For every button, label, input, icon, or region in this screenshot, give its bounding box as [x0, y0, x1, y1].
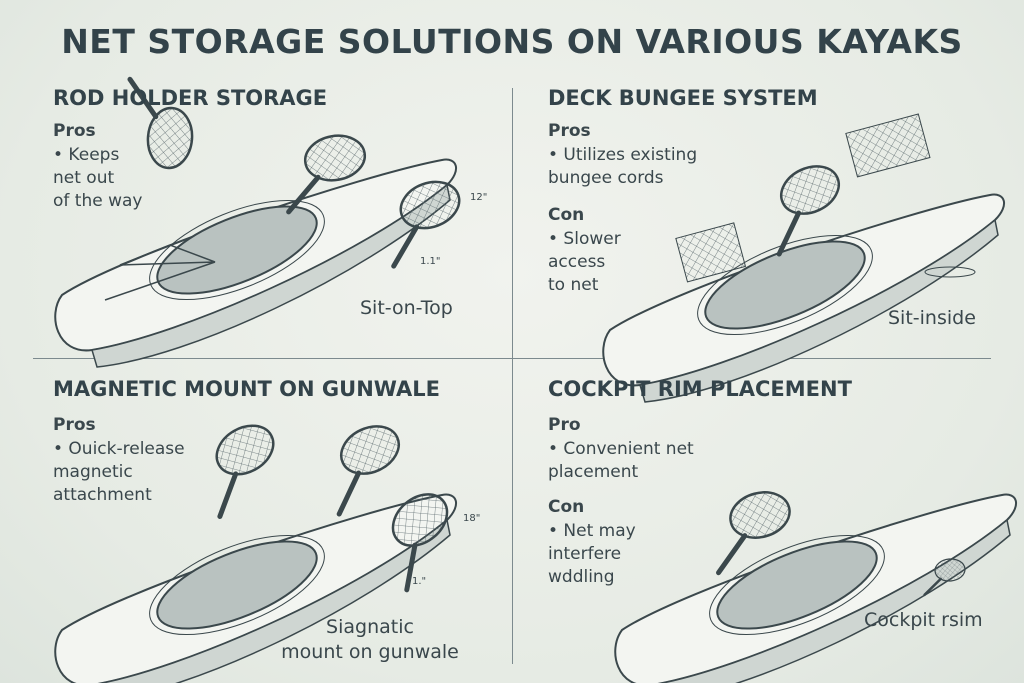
dimension-label: 12" — [470, 192, 488, 203]
dimension-label: 1." — [412, 576, 427, 587]
kayak-cockpit-rim — [614, 486, 1018, 683]
panel-heading: COCKPIT RIM PLACEMENT — [548, 377, 852, 401]
panel-heading: DECK BUNGEE SYSTEM — [548, 86, 818, 110]
panel-heading: ROD HOLDER STORAGE — [53, 86, 328, 110]
kayak-sit-on-top — [54, 79, 473, 368]
con-bullet: • Slower access to net — [548, 229, 621, 295]
kayak-sit-inside — [602, 113, 1006, 403]
pros-bullet: • Keeps net out of the way — [53, 145, 143, 211]
con-label: Con — [548, 497, 585, 517]
dimension-label: 1.1" — [420, 256, 441, 267]
kayak-caption: Siagnatic mount on gunwale — [281, 616, 459, 663]
con-bullet: • Net may interfere wddling — [548, 521, 636, 587]
kayak-caption: Sit-on-Top — [360, 297, 453, 319]
net-icon — [186, 416, 293, 517]
vertical-divider — [512, 88, 513, 664]
pros-bullet: • Ouick-release magnetic attachment — [53, 439, 185, 505]
pros-label: Pro — [548, 415, 581, 435]
net-icon — [311, 417, 416, 514]
panel-heading: MAGNETIC MOUNT ON GUNWALE — [53, 377, 440, 401]
kayak-caption: Cockpit rsim — [864, 609, 983, 631]
pros-bullet: • Convenient net placement — [548, 439, 694, 482]
page-title: NET STORAGE SOLUTIONS ON VARIOUS KAYAKS — [61, 22, 963, 61]
con-label: Con — [548, 205, 585, 225]
pros-label: Pros — [53, 121, 96, 141]
pros-label: Pros — [53, 415, 96, 435]
pros-bullet: • Utilizes existing bungee cords — [548, 145, 698, 188]
pros-label: Pros — [548, 121, 591, 141]
dimension-label: 18" — [463, 513, 481, 524]
kayak-caption: Sit-inside — [888, 307, 976, 329]
